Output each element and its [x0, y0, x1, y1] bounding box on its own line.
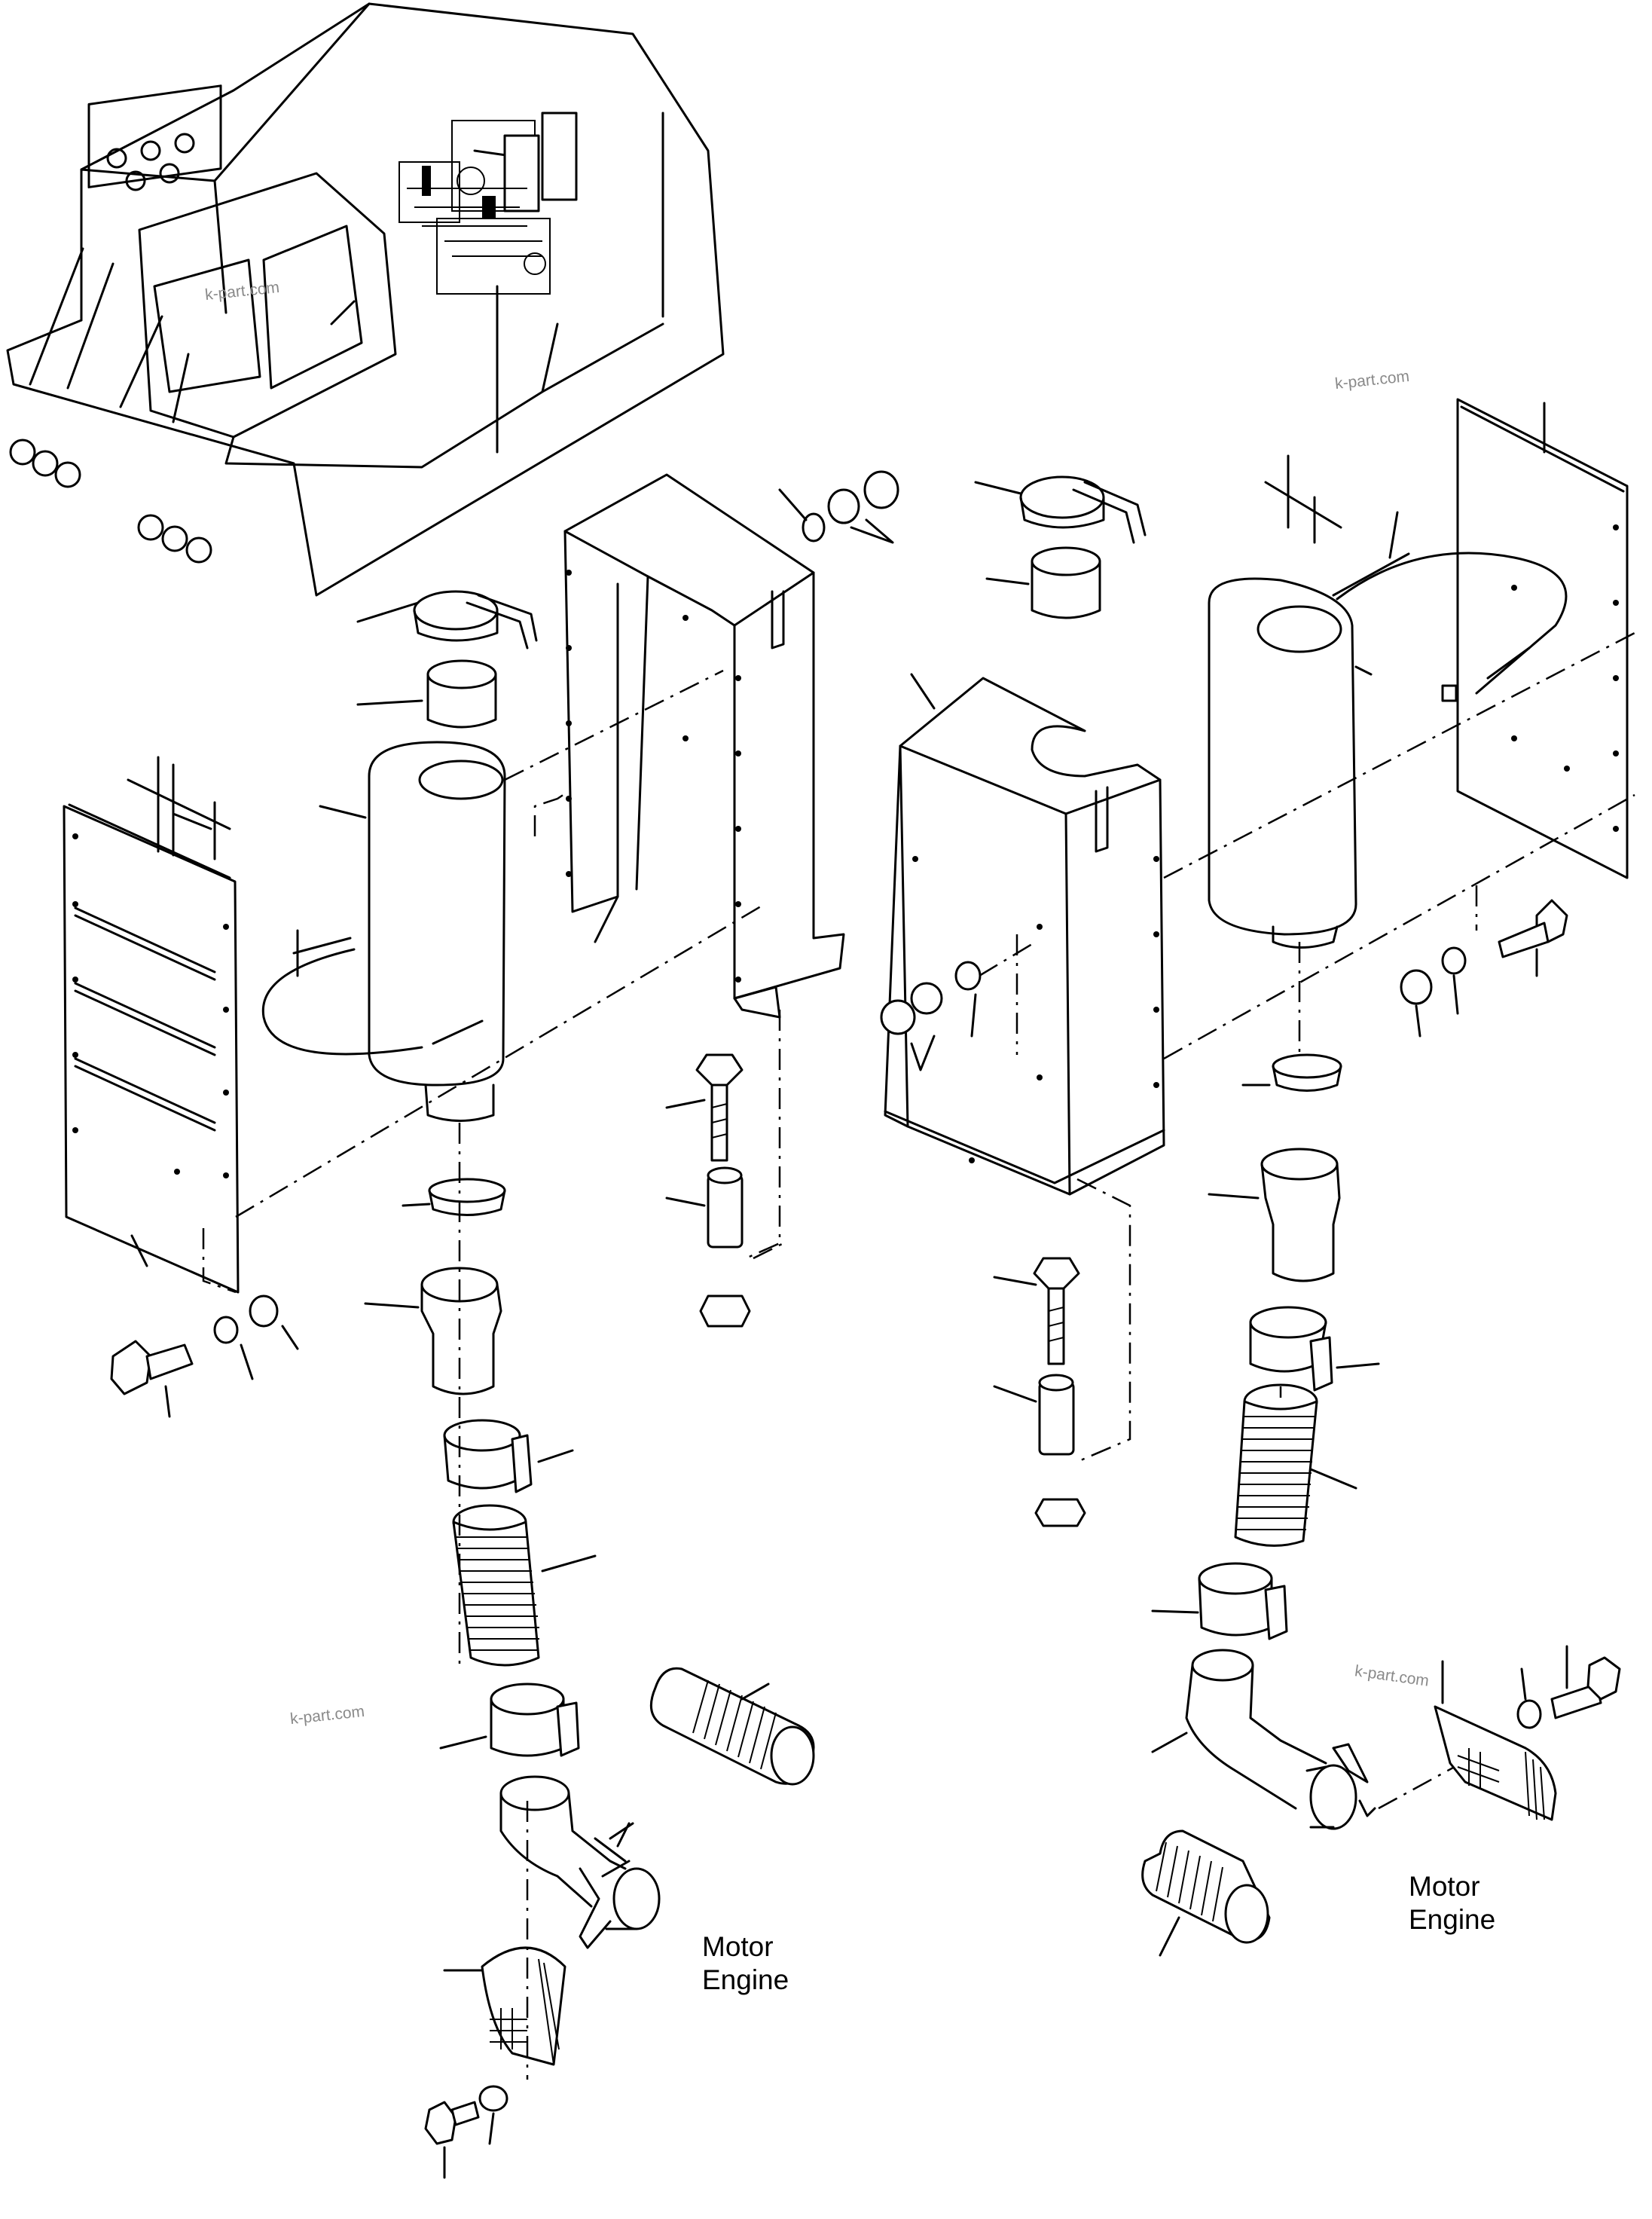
- right-motor-label: Motor: [1409, 1871, 1480, 1902]
- right-pipe-stack: [1151, 942, 1462, 1830]
- left-assembly: [63, 470, 899, 2179]
- left-sleeve: [356, 659, 497, 729]
- left-spare-flex-pipe: [649, 1667, 815, 1786]
- engine-detail: [398, 112, 578, 295]
- left-rain-cap: [356, 590, 538, 650]
- right-housing-fasteners: [880, 940, 1037, 1071]
- right-rain-cap: [974, 475, 1147, 544]
- right-upper-bolt: [1163, 631, 1635, 1060]
- machine-overview: [6, 2, 725, 597]
- right-muffler: [1208, 454, 1568, 949]
- right-assembly: [880, 398, 1635, 1957]
- right-bracket-housing: [884, 673, 1165, 1463]
- left-motor-label: Motor: [702, 1931, 774, 1962]
- left-heat-shield: [424, 1946, 566, 2179]
- right-bolt-stack: [993, 1257, 1086, 1527]
- right-spare-flex-pipe: [1141, 1829, 1271, 1957]
- left-bracket-housing: [563, 473, 845, 1019]
- left-bolt-stack: [665, 1053, 751, 1328]
- left-lower-bolt: [110, 1294, 299, 1418]
- left-side-panel: [63, 756, 240, 1294]
- right-sleeve: [985, 546, 1101, 619]
- right-engine-label: Engine: [1409, 1904, 1496, 1935]
- left-muffler: [261, 741, 506, 1122]
- left-pipe-stack: [364, 1178, 661, 1949]
- left-top-fasteners: [778, 470, 899, 544]
- left-engine-label: Engine: [702, 1964, 789, 1995]
- right-side-panel: [1441, 398, 1629, 879]
- right-heat-shield: [1434, 1645, 1621, 1821]
